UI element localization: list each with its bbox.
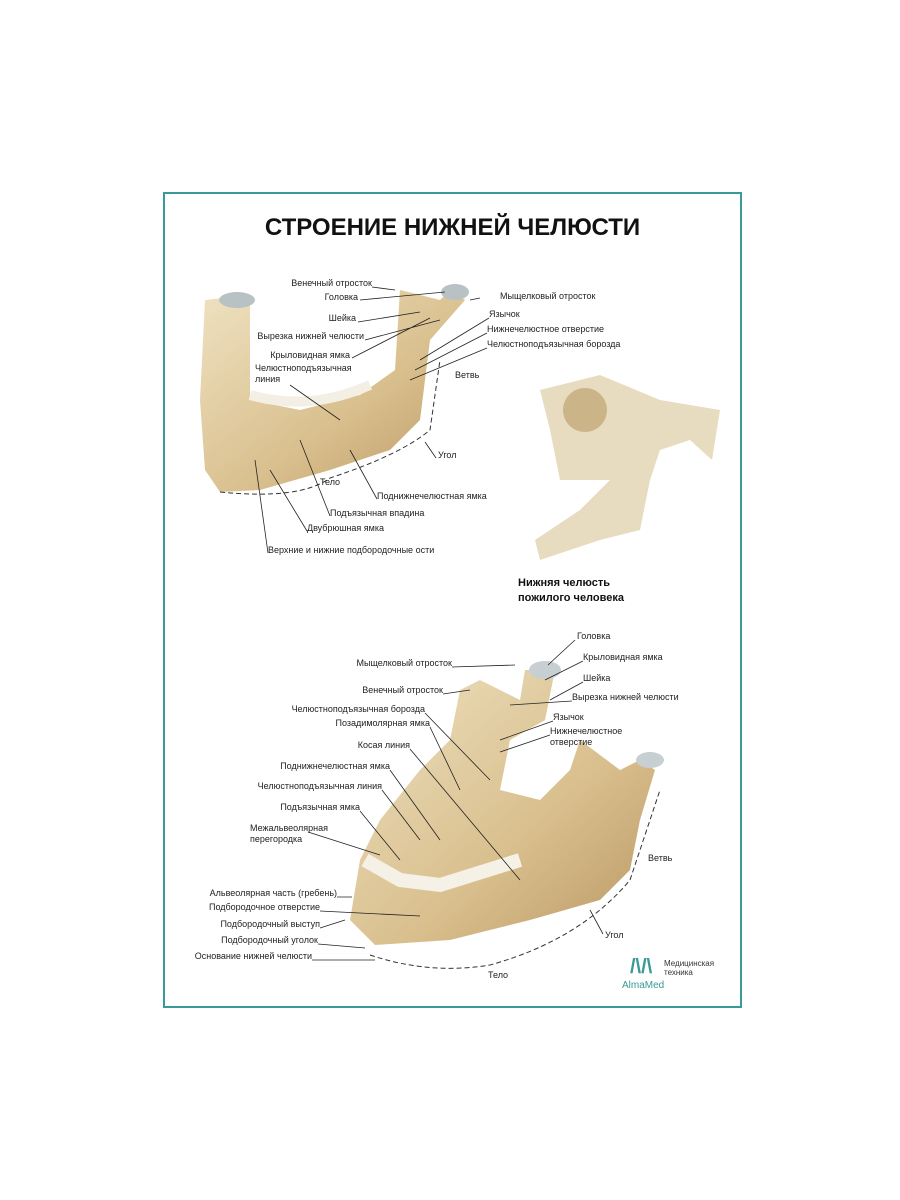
label-mandibular-foramen: Нижнечелюстное отверстие — [487, 324, 604, 334]
label-mental-foramen: Подбородочное отверстие — [208, 902, 320, 912]
label-mental-protuberance: Подбородочный выступ — [220, 919, 320, 929]
elderly-caption: Нижняя челюсть пожилого человека — [518, 576, 624, 606]
label-body: Тело — [488, 970, 509, 980]
logo-name: AlmaMed — [622, 980, 665, 991]
label-mylohyoid-groove: Челюстноподъязычная борозда — [291, 704, 425, 714]
caption-line: Нижняя челюсть — [518, 577, 611, 589]
label-neck: Шейка — [583, 673, 611, 683]
label-oblique-line: Косая линия — [357, 740, 410, 750]
label-mylohyoid-groove: Челюстноподъязычная борозда — [487, 339, 621, 349]
label-submandibular-fossa: Поднижнечелюстная ямка — [280, 761, 390, 771]
label-submandibular-fossa: Поднижнечелюстная ямка — [377, 491, 487, 501]
label-ramus: Ветвь — [648, 853, 673, 863]
label-condylar-process: Мыщелковый отросток — [500, 291, 596, 301]
label-head: Головка — [324, 292, 358, 302]
label-alveolar-part: Альвеолярная часть (гребень) — [209, 888, 337, 898]
jaw-top-illustration — [200, 284, 469, 495]
label-body: Тело — [320, 477, 341, 487]
label-neck: Шейка — [328, 313, 356, 323]
label-mandibular-foramen: Нижнечелюстное отверстие — [550, 726, 623, 747]
label-ramus: Ветвь — [455, 370, 480, 380]
poster-frame — [163, 192, 742, 1008]
label-mental-tubercle: Подбородочный уголок — [221, 935, 318, 945]
logo-text: Медицинская техника — [664, 959, 715, 977]
label-pterygoid-fovea: Крыловидная ямка — [270, 350, 350, 360]
label-mandibular-notch: Вырезка нижней челюсти — [257, 331, 364, 341]
label-sublingual-fossa: Подъязычная ямка — [280, 802, 360, 812]
label-condylar-process: Мыщелковый отросток — [356, 658, 452, 668]
almamed-logo: /\/\ AlmaMed Медицинская техника — [622, 956, 732, 996]
label-digastric-fossa: Двубрюшная ямка — [307, 523, 384, 533]
label-mylohyoid-line: Челюстноподъязычная линия — [255, 363, 352, 384]
logo-mark-icon: /\/\ — [630, 956, 653, 978]
label-mandibular-notch: Вырезка нижней челюсти — [572, 692, 679, 702]
label-head: Головка — [577, 631, 611, 641]
label-angle: Угол — [438, 450, 457, 460]
label-mylohyoid-line: Челюстноподъязычная линия — [257, 781, 382, 791]
label-coronoid-process: Венечный отросток — [291, 278, 372, 288]
jaw-bottom-illustration — [350, 661, 664, 969]
label-mental-spines: Верхние и нижние подбородочные ости — [268, 545, 435, 555]
label-retromolar-fossa: Позадимолярная ямка — [335, 718, 430, 728]
label-sublingual-fossa: Подъязычная впадина — [330, 508, 425, 518]
label-interalveolar-septum: Межальвеолярная перегородка — [250, 823, 328, 844]
label-angle: Угол — [605, 930, 624, 940]
caption-line: пожилого человека — [518, 592, 624, 604]
label-lingula: Язычок — [553, 712, 584, 722]
label-pterygoid-fovea: Крыловидная ямка — [583, 652, 663, 662]
page-title: СТРОЕНИЕ НИЖНЕЙ ЧЕЛЮСТИ — [264, 214, 641, 241]
label-mandible-base: Основание нижней челюсти — [194, 951, 312, 961]
label-coronoid-process: Венечный отросток — [362, 685, 443, 695]
elderly-skull-illustration — [535, 375, 720, 560]
leader-lines — [254, 286, 604, 961]
label-lingula: Язычок — [489, 309, 520, 319]
